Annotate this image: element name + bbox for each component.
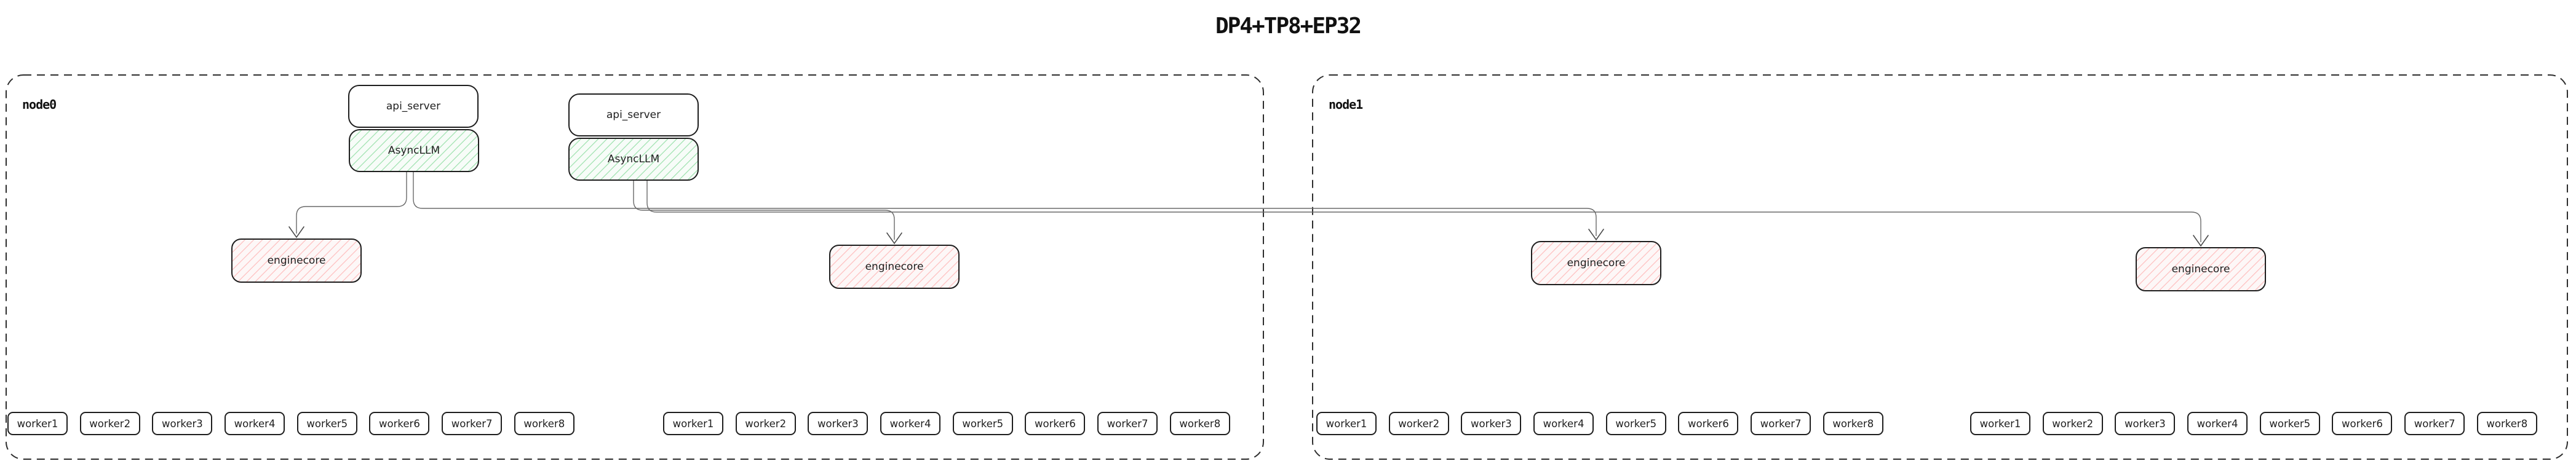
- worker-box: worker4: [1533, 412, 1594, 435]
- enginecore-box-4: enginecore: [2136, 247, 2266, 291]
- worker-box: worker3: [808, 412, 869, 435]
- worker-box: worker7: [1751, 412, 1811, 435]
- api-server-box-1: api_server: [348, 85, 479, 128]
- enginecore-box-2: enginecore: [829, 245, 960, 289]
- worker-box: worker6: [2332, 412, 2393, 435]
- worker-box: worker2: [1388, 412, 1449, 435]
- worker-box: worker8: [2476, 412, 2537, 435]
- connector-asyncllm2-enginecore2: [633, 181, 895, 240]
- node0-border: [6, 74, 1264, 460]
- node0-label: node0: [22, 97, 57, 112]
- asyncllm-box-2: AsyncLLM: [568, 138, 699, 181]
- worker-box: worker8: [1823, 412, 1883, 435]
- worker-group-node0-a: worker1 worker2 worker3 worker4 worker5 worke…: [7, 412, 574, 435]
- worker-box: worker3: [152, 412, 213, 435]
- connector-asyncllm1-enginecore1: [296, 172, 407, 234]
- worker-box: worker8: [1169, 412, 1230, 435]
- worker-box: worker2: [735, 412, 796, 435]
- worker-group-node1-a: worker1 worker2 worker3 worker4 worker5 worke…: [1316, 412, 1883, 435]
- worker-box: worker2: [2042, 412, 2103, 435]
- node1-label: node1: [1329, 97, 1363, 112]
- api-server-box-2: api_server: [568, 93, 699, 136]
- arrowhead-enginecore2: [886, 232, 902, 245]
- worker-box: worker1: [1970, 412, 2030, 435]
- connector-asyncllm2-enginecore4: [646, 181, 2201, 242]
- enginecore-box-3: enginecore: [1531, 241, 1661, 285]
- worker-box: worker7: [1097, 412, 1158, 435]
- worker-box: worker6: [1025, 412, 1086, 435]
- worker-box: worker5: [1605, 412, 1666, 435]
- worker-box: worker1: [1316, 412, 1377, 435]
- worker-group-node0-b: worker1 worker2 worker3 worker4 worker5 worke…: [663, 412, 1230, 435]
- asyncllm-box-1: AsyncLLM: [349, 129, 479, 172]
- worker-box: worker4: [2187, 412, 2248, 435]
- worker-group-node1-b: worker1 worker2 worker3 worker4 worker5 worke…: [1970, 412, 2537, 435]
- worker-box: worker4: [225, 412, 285, 435]
- worker-box: worker6: [369, 412, 430, 435]
- worker-box: worker1: [663, 412, 723, 435]
- node1-border: [1312, 74, 2568, 460]
- worker-box: worker7: [2404, 412, 2465, 435]
- connector-asyncllm1-enginecore3: [413, 172, 1597, 236]
- worker-box: worker6: [1678, 412, 1739, 435]
- arrowhead-enginecore4: [2193, 235, 2209, 247]
- worker-box: worker4: [880, 412, 941, 435]
- worker-box: worker5: [296, 412, 357, 435]
- worker-box: worker3: [2115, 412, 2176, 435]
- worker-box: worker8: [514, 412, 574, 435]
- arrowhead-enginecore1: [288, 226, 304, 238]
- worker-box: worker5: [952, 412, 1013, 435]
- enginecore-box-1: enginecore: [231, 238, 362, 283]
- worker-box: worker2: [79, 412, 140, 435]
- worker-box: worker1: [7, 412, 68, 435]
- worker-box: worker7: [442, 412, 503, 435]
- arrowhead-enginecore3: [1588, 229, 1604, 241]
- worker-box: worker3: [1461, 412, 1522, 435]
- diagram-title: DP4+TP8+EP32: [1215, 14, 1362, 39]
- worker-box: worker5: [2259, 412, 2320, 435]
